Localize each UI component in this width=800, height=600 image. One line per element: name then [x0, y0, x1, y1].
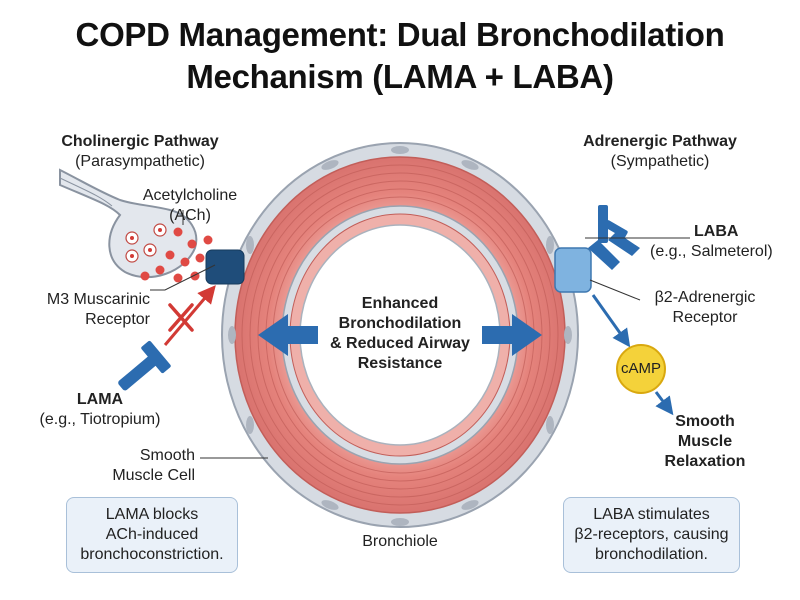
adrenergic-heading: Adrenergic Pathway [583, 133, 737, 150]
center-effect-label: Enhanced Bronchodilation & Reduced Airwa… [310, 294, 490, 374]
adrenergic-subheading: (Sympathetic) [610, 153, 710, 170]
m3-receptor-label: M3 Muscarinic Receptor [0, 290, 150, 330]
lama-note-box: LAMA blocks ACh-induced bronchoconstrict… [66, 497, 238, 573]
acetylcholine-label-line1: Acetylcholine [142, 187, 238, 204]
relaxation-line3: Relaxation [664, 453, 746, 470]
center-effect-line4: Resistance [357, 355, 443, 372]
bronchiole-label: Bronchiole [362, 533, 438, 550]
laba-label: LABA [694, 223, 739, 240]
block-cross-icon [168, 303, 194, 332]
laba-note-line2: β2-receptors, causing [574, 526, 729, 543]
lama-drug-shape [118, 340, 171, 391]
camp-to-relaxation-arrow [654, 391, 674, 416]
m3-receptor-shape [205, 249, 245, 285]
lama-example-label: (e.g., Tiotropium) [39, 411, 161, 428]
acetylcholine-label-line2: (ACh) [169, 207, 211, 224]
camp-circle [616, 344, 666, 394]
dilation-arrows [258, 314, 542, 356]
m3-receptor-label-line1: M3 Muscarinic [46, 291, 150, 308]
center-effect-line3: & Reduced Airway [330, 335, 470, 352]
page-title: COPD Management: Dual Bronchodilation Me… [0, 14, 800, 98]
smooth-muscle-relaxation-label: Smooth Muscle Relaxation [650, 412, 760, 472]
smooth-muscle-cell-label-line1: Smooth [139, 447, 195, 464]
title-line-1: COPD Management: Dual Bronchodilation [75, 16, 725, 53]
outer-cell-nuclei [228, 146, 572, 526]
relaxation-line1: Smooth [675, 413, 735, 430]
smooth-muscle-cell-label-line2: Muscle Cell [112, 467, 195, 484]
leader-lines [150, 210, 690, 459]
lama-note-line3: bronchoconstriction. [80, 546, 224, 563]
laba-note-line1: LABA stimulates [593, 506, 710, 523]
lama-label: LAMA [76, 391, 124, 408]
right-dilation-arrow [482, 314, 542, 356]
blocked-arrow [163, 285, 216, 346]
beta2-receptor-label-line2: Receptor [672, 309, 738, 326]
smooth-muscle-cell-label: Smooth Muscle Cell [60, 446, 195, 486]
cholinergic-subheading: (Parasympathetic) [75, 153, 205, 170]
beta2-receptor-shape [554, 247, 592, 293]
lama-note-line1: LAMA blocks [105, 506, 199, 523]
beta2-to-camp-arrow [591, 294, 631, 348]
relaxation-line2: Muscle [677, 433, 733, 450]
acetylcholine-molecules [140, 227, 213, 283]
laba-note-line3: bronchodilation. [595, 546, 708, 563]
bronchiole-cross-section [221, 142, 579, 528]
beta2-receptor-label: β2-Adrenergic Receptor [640, 288, 770, 328]
camp-label: cAMP [620, 360, 661, 377]
synaptic-vesicles [125, 223, 167, 263]
center-effect-line2: Bronchodilation [338, 315, 462, 332]
beta2-receptor-label-line1: β2-Adrenergic [654, 289, 756, 306]
cholinergic-heading: Cholinergic Pathway [61, 133, 219, 150]
laba-example-label: (e.g., Salmeterol) [650, 243, 773, 260]
laba-note-box: LABA stimulates β2-receptors, causing br… [563, 497, 740, 573]
center-effect-line1: Enhanced [361, 295, 439, 312]
lama-note-line2: ACh-induced [105, 526, 199, 543]
m3-receptor-label-line2: Receptor [85, 311, 150, 328]
left-dilation-arrow [258, 314, 318, 356]
nerve-terminal [59, 168, 198, 279]
title-line-2: Mechanism (LAMA + LABA) [186, 58, 614, 95]
acetylcholine-label: Acetylcholine (ACh) [130, 186, 250, 226]
